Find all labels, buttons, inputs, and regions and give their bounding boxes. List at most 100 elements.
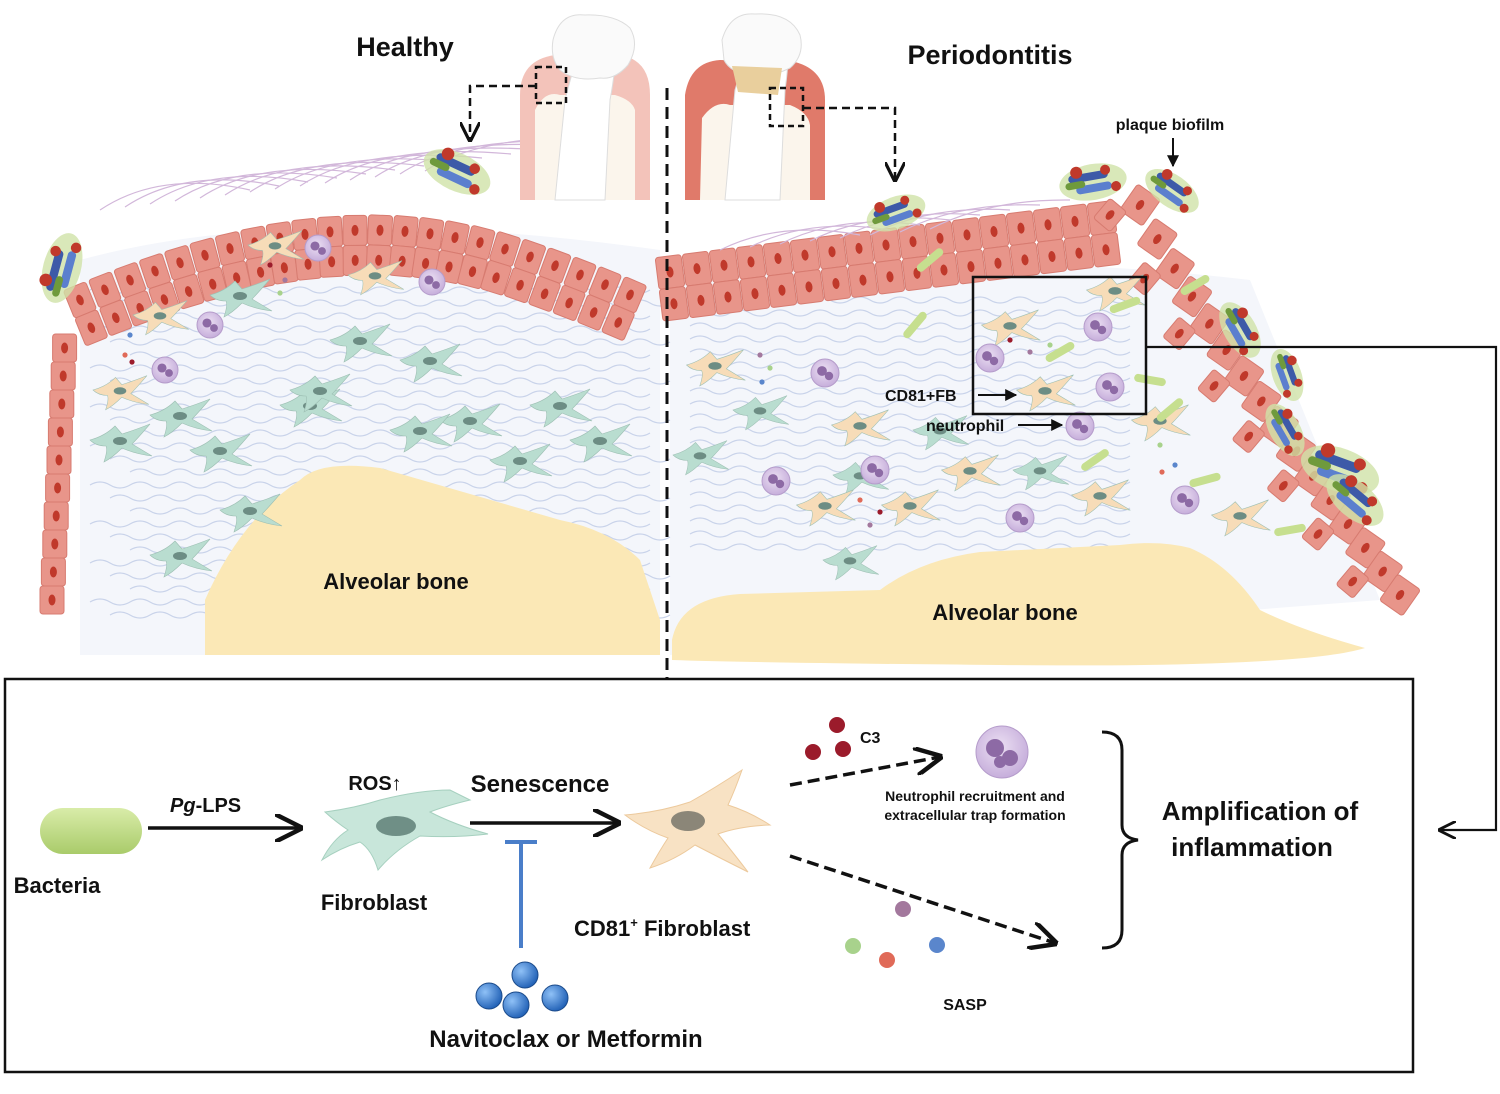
cytokine-dot <box>877 509 883 515</box>
fibroblast-cell <box>439 403 503 443</box>
epithelial-cell <box>820 265 852 302</box>
epithelial-cell <box>1093 198 1127 232</box>
epithelial-cell <box>528 275 561 312</box>
epithelial-cell <box>816 234 848 270</box>
epithelial-cell <box>978 213 1010 250</box>
tissue-panel: Alveolar bone Alveolar bone <box>39 13 1498 830</box>
bacteria-icon <box>40 808 142 854</box>
fiber-wave <box>689 348 1131 356</box>
epithelial-cell <box>50 361 76 391</box>
pg-lps-label: Pg-LPS <box>170 795 241 817</box>
biofilm-cluster <box>423 147 491 195</box>
epithelial-cell <box>1380 574 1420 616</box>
fibroblast-cell <box>795 489 856 527</box>
bone-label-right: Alveolar bone <box>932 600 1077 625</box>
fiber-wave <box>89 442 651 450</box>
bacteria-rod <box>1156 398 1184 422</box>
epithelial-cell <box>766 272 798 308</box>
fibroblast-cell <box>1012 455 1069 491</box>
cd81-fibroblast-icon <box>623 768 772 873</box>
cytokine-dot <box>1007 337 1013 343</box>
pathway-panel: Bacteria Pg-LPS ROS↑ Fibroblast Senescen… <box>3 677 1415 1074</box>
bacteria-rod <box>1081 449 1109 471</box>
epithelial-cell <box>388 244 416 278</box>
fibroblast-cell <box>489 443 553 483</box>
bacteria-rod <box>1134 373 1166 387</box>
amplification-label-line1: Amplification of <box>1162 796 1359 826</box>
recruitment-label-line2: extracellular trap formation <box>884 807 1065 823</box>
plaque-biofilm-label: plaque biofilm <box>1116 117 1224 134</box>
fiber-wave <box>689 439 1131 447</box>
neutrophil-cell <box>1083 312 1113 342</box>
cytokine-dot <box>127 332 133 338</box>
fibroblast-cell <box>132 300 189 336</box>
epithelial-cell <box>342 214 368 246</box>
cd81-fibroblast-label: CD81+ Fibroblast <box>574 915 751 941</box>
fiber-wave <box>689 374 1131 382</box>
bacteria-rods <box>903 248 1306 537</box>
epithelial-cell <box>40 557 66 587</box>
fibroblast-cell <box>92 375 149 411</box>
epithelial-cell <box>1232 420 1265 453</box>
cytokine-dot <box>1172 462 1178 468</box>
epithelial-cell <box>47 417 73 447</box>
fiber-wave <box>689 335 1131 343</box>
plaque-biofilms <box>39 147 1384 526</box>
fibroblast-cell <box>569 423 633 463</box>
fibroblast-icon <box>320 789 489 872</box>
epithelial-cell <box>681 250 713 287</box>
epithelial-cell <box>1163 317 1196 350</box>
epithelial-cell <box>366 214 394 247</box>
fibroblast-cell <box>880 489 941 527</box>
epithelial-cell <box>951 217 983 253</box>
epithelial-cell <box>762 240 794 277</box>
epithelial-cell <box>440 220 470 255</box>
fiber-wave <box>129 390 651 398</box>
fiber-wave <box>689 530 1131 538</box>
alveolar-bone-left <box>205 465 660 655</box>
epithelial-cell <box>464 225 496 260</box>
neutrophil-cell <box>1065 411 1095 441</box>
neutrophil-cell <box>761 466 791 496</box>
epithelial-cell <box>43 501 69 531</box>
fibroblast-cell <box>329 323 393 363</box>
cytokine-dot <box>767 365 773 371</box>
epithelial-cell <box>563 257 597 293</box>
epithelial-cell <box>1059 203 1091 240</box>
c3-label: C3 <box>860 730 881 747</box>
fibroblast-cell <box>732 395 789 431</box>
neutrophil-cell <box>151 356 179 384</box>
epithelial-cell <box>480 260 512 296</box>
biofilm-cluster <box>1059 163 1127 201</box>
epithelial-cell <box>658 286 690 322</box>
epithelial-cell <box>1197 369 1231 403</box>
biofilm-cluster <box>1270 348 1304 402</box>
epithelial-cell <box>1090 232 1122 268</box>
epithelial-cell <box>113 262 147 298</box>
bacteria-rod <box>1189 472 1221 488</box>
fibroblast-cell <box>980 309 1041 347</box>
sasp-arrow <box>789 854 1055 943</box>
epithelial-cell <box>1120 184 1160 226</box>
neutrophil-cell <box>196 311 224 339</box>
biofilm-cluster <box>1219 302 1261 358</box>
epithelial-cell <box>49 389 75 419</box>
neutrophil-cell <box>860 455 890 485</box>
fibroblast-cell <box>529 388 593 428</box>
bacteria-rod <box>916 248 944 272</box>
epithelial-cell <box>42 529 68 559</box>
epithelial-cell <box>45 473 71 503</box>
fiber-wave <box>89 364 651 372</box>
periodontitis-tooth-icon <box>685 13 825 201</box>
fiber-wave <box>689 361 1131 369</box>
inhibitor-molecules-icon <box>475 961 569 1019</box>
biofilm-cluster <box>866 194 926 232</box>
epithelial-cell <box>39 585 65 615</box>
c3-molecules-icon <box>805 717 851 760</box>
neutrophil-icon <box>975 725 1029 779</box>
fibroblast-cell <box>149 398 213 438</box>
epithelial-cell <box>164 245 196 281</box>
inset-box <box>971 275 1148 416</box>
cytokine-dot <box>129 359 135 365</box>
